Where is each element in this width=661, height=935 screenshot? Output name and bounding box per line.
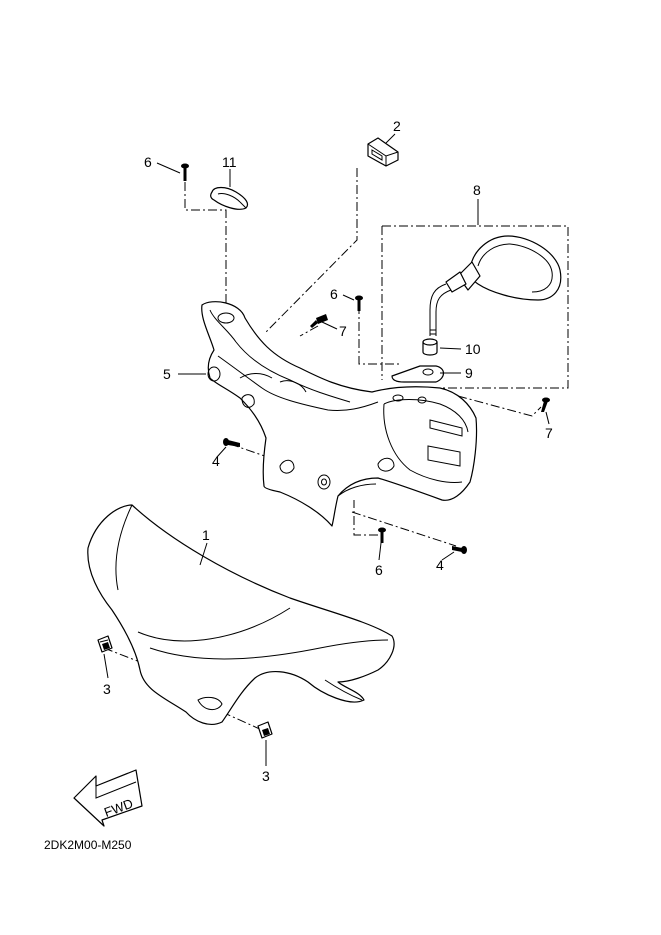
leader-lines <box>103 133 550 766</box>
screw-6-lower <box>378 527 386 543</box>
callout-6-top: 6 <box>144 154 152 170</box>
callout-9: 9 <box>465 365 473 381</box>
clip-3-right <box>257 721 273 739</box>
front-handlebar-cover <box>87 504 395 725</box>
connector-part <box>367 137 399 167</box>
callout-5: 5 <box>163 366 171 382</box>
clip-3-left <box>97 635 113 653</box>
screw-7-right <box>541 397 550 412</box>
rear-handlebar-cover <box>201 301 478 527</box>
callout-8: 8 <box>473 182 481 198</box>
callout-3-right: 3 <box>262 768 270 784</box>
callout-7-right: 7 <box>545 425 553 441</box>
callout-labels: 1 2 3 3 4 4 5 6 6 6 7 7 8 9 10 11 <box>103 118 553 784</box>
assembly-lines <box>103 168 569 731</box>
emblem <box>210 186 249 210</box>
screw-7-left <box>310 314 328 328</box>
callout-11: 11 <box>222 154 237 170</box>
screw-6-center <box>355 295 363 311</box>
callout-6-lower: 6 <box>375 562 383 578</box>
callout-10: 10 <box>465 341 481 357</box>
screw-4-left <box>223 438 240 447</box>
screw-6-top <box>181 163 189 181</box>
callout-3-left: 3 <box>103 681 111 697</box>
mirror-bracket <box>391 365 445 383</box>
callout-2: 2 <box>393 118 401 134</box>
callout-4-right: 4 <box>436 557 444 573</box>
callout-7-left: 7 <box>339 323 347 339</box>
callout-4-left: 4 <box>212 453 220 469</box>
callout-1: 1 <box>202 527 210 543</box>
fwd-arrow-icon: FWD <box>73 769 143 827</box>
diagram-code: 2DK2M00-M250 <box>44 838 132 852</box>
screw-4-right <box>452 546 467 554</box>
callout-6-center: 6 <box>330 286 338 302</box>
rear-view-mirror <box>429 235 562 336</box>
mirror-collar <box>422 338 438 356</box>
